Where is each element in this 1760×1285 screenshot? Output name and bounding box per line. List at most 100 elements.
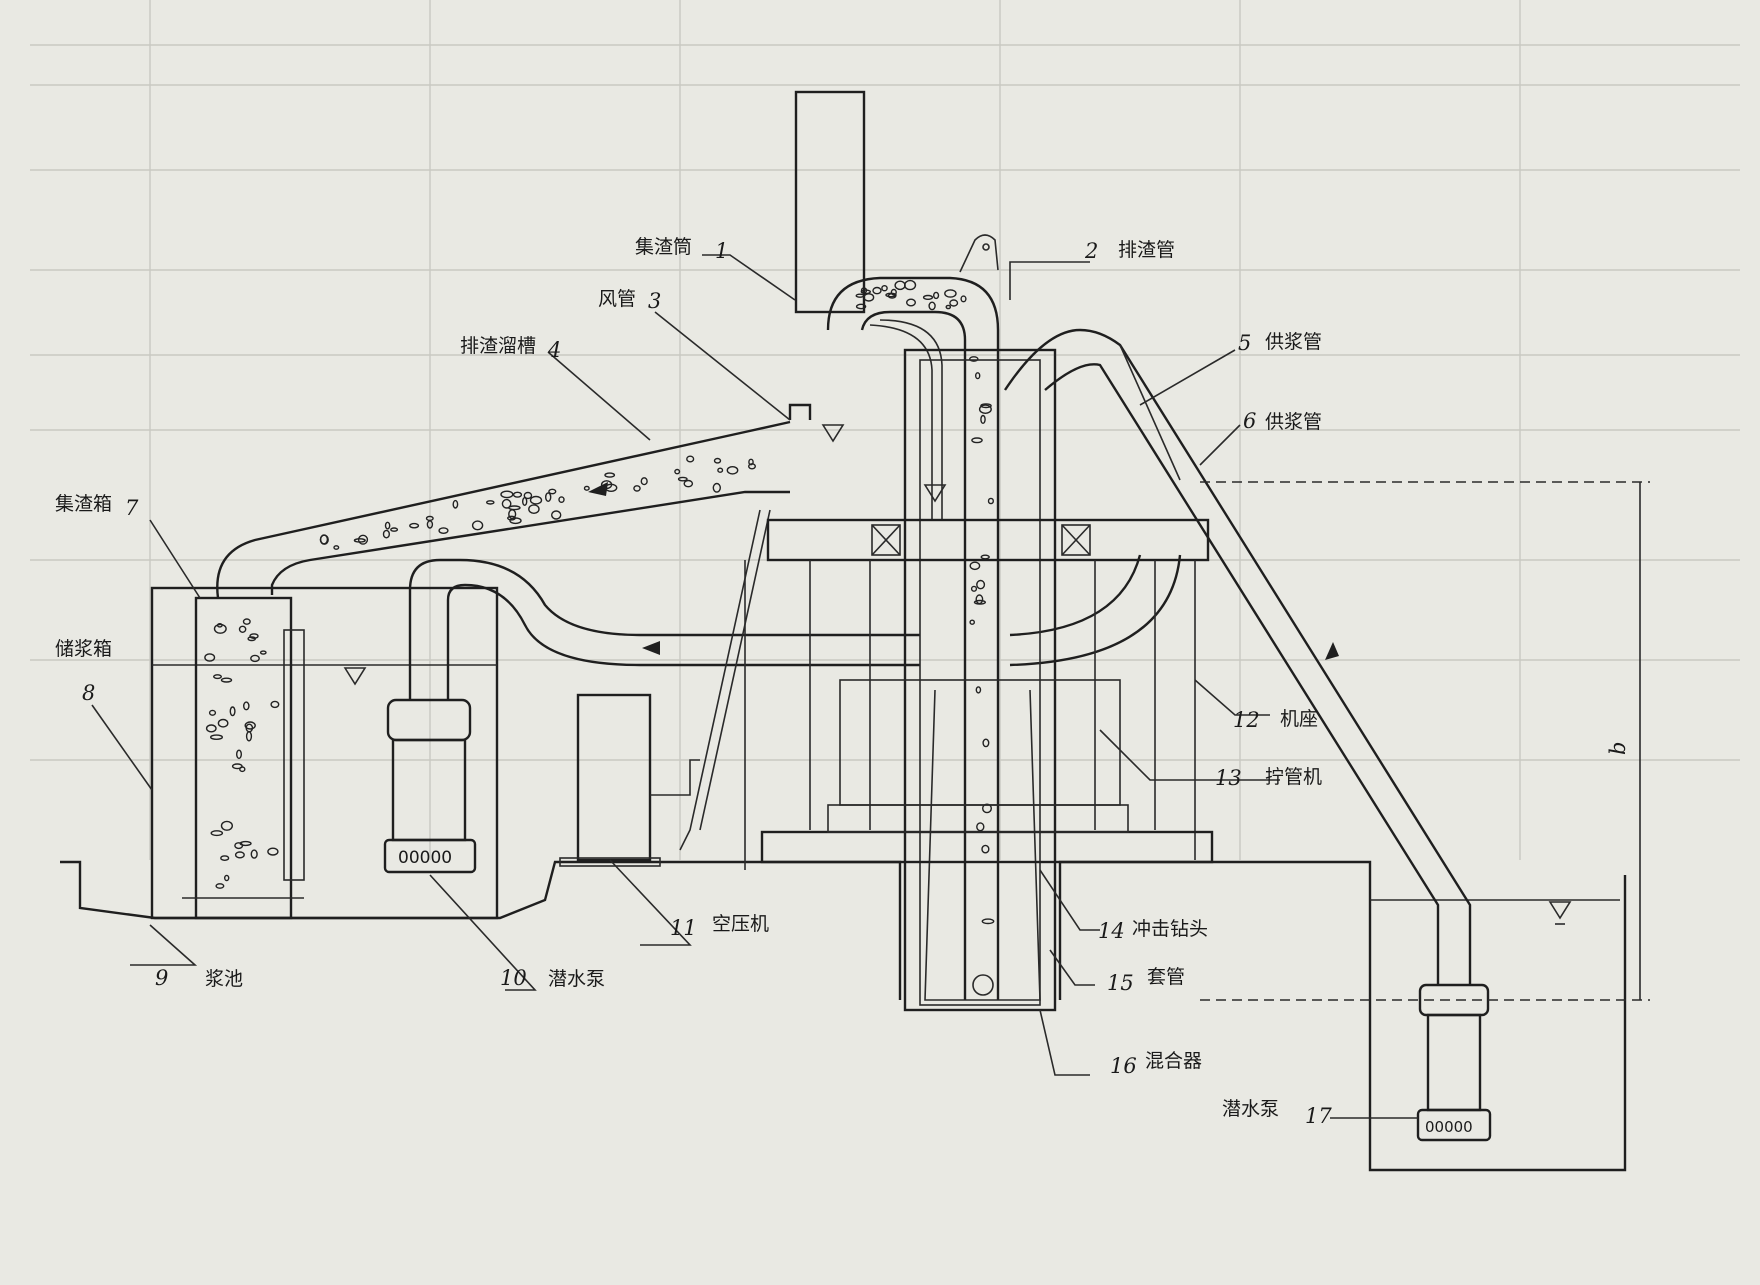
debris-mark [215,883,225,889]
label-17: 潜水泵 17 [1222,1098,1332,1128]
debris-mark [960,295,967,303]
debris-mark [382,529,391,539]
label-9-num: 9 [155,966,168,990]
label-8: 储浆箱 8 [55,638,112,705]
debris-mark [982,738,990,748]
label-12: 12 机座 [1233,708,1318,732]
debris-mark [980,403,992,409]
svg-text:00000: 00000 [398,848,452,868]
debris-mark [528,504,540,514]
label-15: 15 套管 [1107,966,1185,995]
debris-mark [712,482,721,493]
label-13: 13 拧管机 [1215,766,1322,790]
debris-mark [210,830,224,837]
debris-mark [863,293,875,302]
debris-mark [932,291,940,300]
debris-mark [975,594,984,605]
debris-mark [949,299,959,307]
debris-mark [357,534,369,545]
debris-mark [249,633,259,639]
label-11-text: 空压机 [712,913,769,935]
debris-mark [976,579,986,590]
debris-mark [250,654,260,663]
svg-text:00000: 00000 [1425,1118,1473,1136]
label-1-text: 集渣筒 [635,236,692,258]
label-16-text: 混合器 [1145,1050,1202,1072]
flow-arrow-up [1325,642,1339,660]
debris-mark [212,674,222,680]
label-11-num: 11 [670,916,697,940]
background-table-ghost [30,0,1740,860]
slurry-pool [150,586,499,920]
debris-mark [238,625,247,633]
label-5-text: 供浆管 [1265,331,1322,353]
label-17-text: 潜水泵 [1222,1098,1279,1120]
debris-mark [353,538,366,543]
debris-mark [507,515,517,521]
label-10-num: 10 [500,966,527,990]
debris-mark [384,521,391,530]
debris-mark [220,855,230,861]
slag-collector-cylinder-1 [788,90,866,443]
debris-mark [969,356,979,362]
debris-mark [903,279,917,291]
debris-mark [245,731,253,742]
debris-mark [717,467,724,473]
debris-mark [501,498,512,509]
debris-mark [234,842,244,850]
label-9: 9 浆池 [155,966,243,990]
supply-pipe-lower [459,554,1182,667]
debris-mark [855,303,867,310]
debris-mark [973,599,987,605]
label-10-text: 潜水泵 [548,968,605,990]
label-17-num: 17 [1305,1104,1332,1128]
debris-mark [640,477,648,486]
debris-mark [855,293,865,298]
discharge-pipe-2 [826,234,1000,1000]
debris-mark [244,721,256,730]
debris-mark [208,709,217,716]
debris-mark [885,292,897,298]
label-8-num: 8 [82,681,95,705]
label-16-num: 16 [1110,1054,1137,1078]
label-3-num: 3 [648,289,661,313]
debris-mark [981,918,995,925]
label-4: 排渣溜槽 4 [460,335,561,362]
debris-mark [981,844,990,854]
debris-mark [928,301,936,311]
debris-mark [860,287,868,294]
debris-mark [980,554,990,560]
debris-mark [969,619,976,625]
debris-mark [975,686,982,694]
debris-mark [319,534,329,545]
debris-mark [508,505,521,511]
label-14: 14 冲击钻头 [1098,918,1208,943]
label-2-text: 排渣管 [1118,239,1175,261]
debris-mark [426,520,434,529]
label-5: 5 供浆管 [1238,331,1322,355]
debris-mark [205,724,217,733]
debris-mark [633,485,641,492]
debris-mark [223,874,230,882]
submersible-pump-17: 00000 [1416,983,1492,1142]
label-6-text: 供浆管 [1265,411,1322,433]
debris-mark [333,545,340,550]
label-3-text: 风管 [598,288,636,310]
label-3: 风管 3 [598,288,661,313]
debris-mark [600,480,613,490]
debris-mark [267,847,279,856]
debris-mark [250,849,258,859]
debris-mark [270,700,280,709]
label-6: 6 供浆管 [1243,409,1322,433]
label-4-num: 4 [547,338,561,362]
debris-mark [969,561,981,571]
debris-mark [216,623,223,628]
flow-arrow-right [642,641,660,655]
debris-mark [209,734,223,741]
label-8-text: 储浆箱 [55,638,112,660]
debris-mark [500,490,514,499]
label-14-text: 冲击钻头 [1132,918,1208,940]
machine-base-12 [744,518,1214,870]
